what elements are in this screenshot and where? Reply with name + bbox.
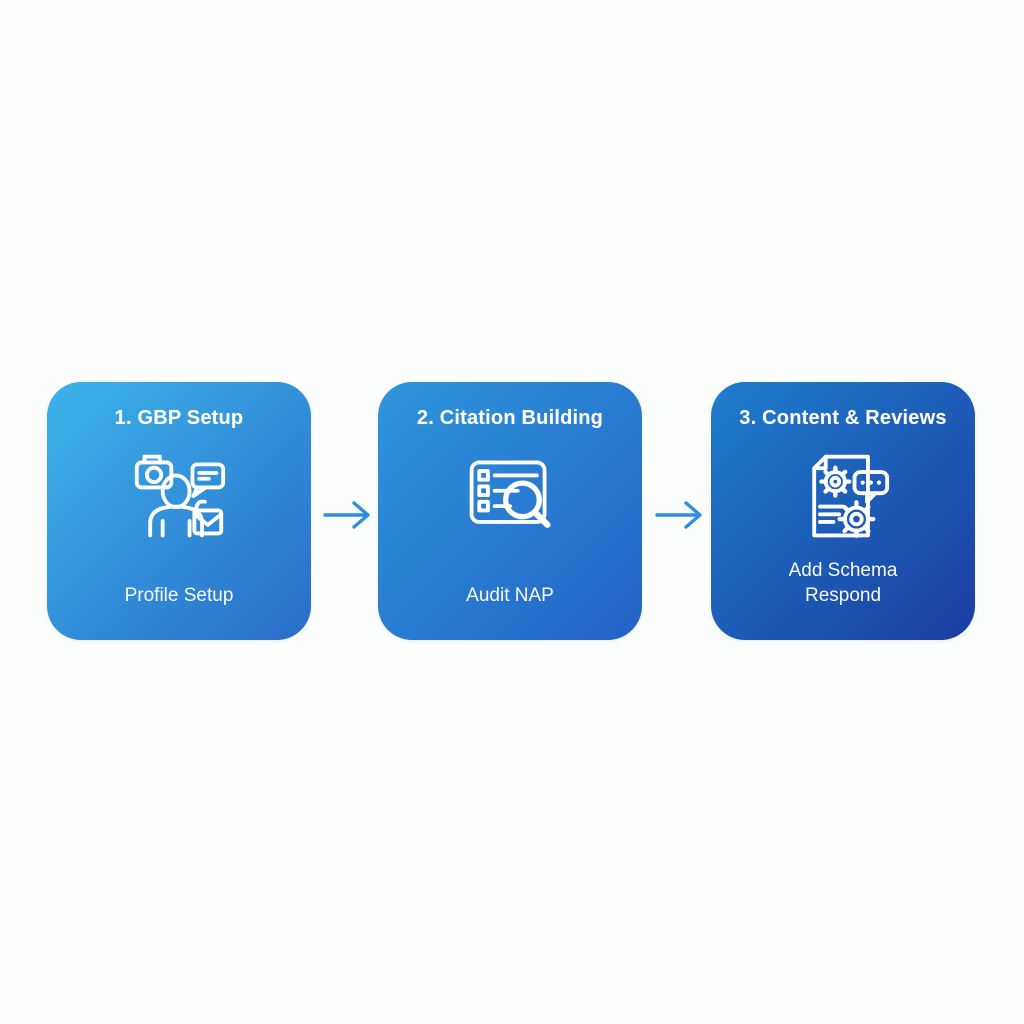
step-title: 2. Citation Building [416,407,604,429]
step-title: 3. Content & Reviews [739,407,947,429]
step-label: Profile Setup [124,585,234,606]
document-gear-chat-icon [795,433,891,561]
step-label: Add Schema [788,560,898,581]
flow-arrow-icon [655,501,702,529]
step-title: 1. GBP Setup [114,407,244,429]
step-label-line2: Respond [804,585,882,606]
checklist-magnifier-icon [462,433,558,561]
step-label: Audit NAP [466,585,554,606]
flow-arrow-icon [323,501,370,529]
step-card-gbp-setup: 1. GBP Setup Profile Setup [47,382,311,640]
step-card-citation-building: 2. Citation Building Audit NAP [378,382,642,640]
step-card-content-reviews: 3. Content & Reviews Add Schem [711,382,975,640]
profile-camera-chat-envelope-icon [131,433,227,561]
